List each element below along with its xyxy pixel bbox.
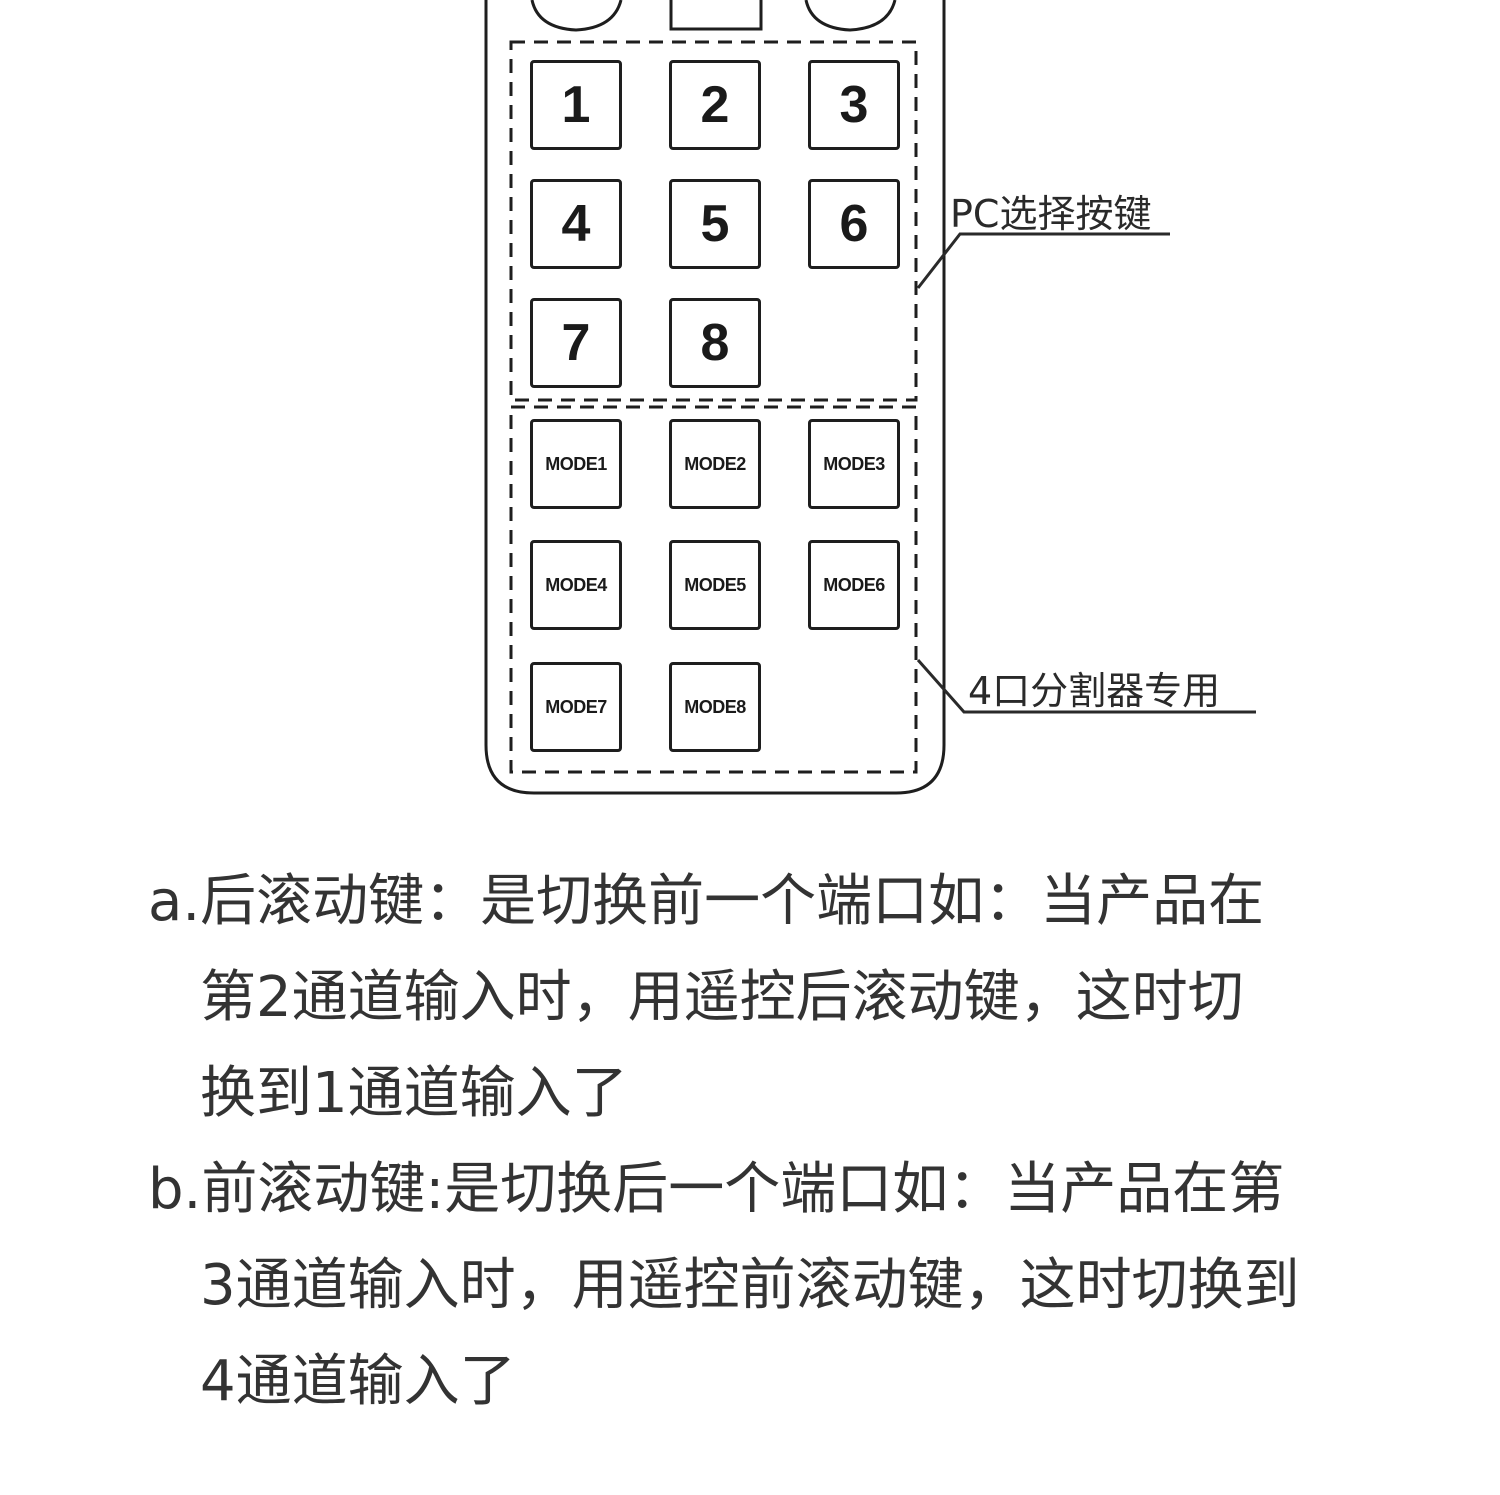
pc-select-callout: PC选择按键 [950, 192, 1152, 236]
description-b: b.前滚动键:是切换后一个端口如：当产品在第 3通道输入时，用遥控前滚动键，这时… [148, 1142, 1388, 1430]
top-center-button [669, 0, 763, 31]
mode-key-5[interactable]: MODE5 [669, 540, 761, 630]
mode-key-7[interactable]: MODE7 [530, 662, 622, 752]
mode-key-8[interactable]: MODE8 [669, 662, 761, 752]
mode-key-4[interactable]: MODE4 [530, 540, 622, 630]
description-b-line-3: 4通道输入了 [200, 1349, 516, 1414]
description-a-line-3: 换到1通道输入了 [200, 1061, 628, 1126]
top-left-round-button [530, 0, 623, 32]
description-a-line-2: 第2通道输入时，用遥控后滚动键，这时切 [200, 965, 1244, 1030]
mode-key-3[interactable]: MODE3 [808, 419, 900, 509]
remote-body-outline [484, 0, 946, 795]
pc-keys-group-outline [509, 40, 918, 402]
mode-keys-group-outline [509, 405, 918, 774]
pc-key-1[interactable]: 1 [530, 60, 622, 150]
pc-key-7[interactable]: 7 [530, 298, 622, 388]
description-b-line-2: 3通道输入时，用遥控前滚动键，这时切换到 [200, 1253, 1300, 1318]
mode-key-6[interactable]: MODE6 [808, 540, 900, 630]
splitter-leader-line [916, 659, 1256, 714]
pc-key-2[interactable]: 2 [669, 60, 761, 150]
pc-key-3[interactable]: 3 [808, 60, 900, 150]
top-right-round-button [804, 0, 897, 32]
pc-key-8[interactable]: 8 [669, 298, 761, 388]
description-a: a.后滚动键：是切换前一个端口如：当产品在 第2通道输入时，用遥控后滚动键，这时… [148, 854, 1388, 1142]
mode-key-1[interactable]: MODE1 [530, 419, 622, 509]
mode-key-2[interactable]: MODE2 [669, 419, 761, 509]
pc-select-leader-line [916, 232, 1170, 289]
description-b-line-1: b.前滚动键:是切换后一个端口如：当产品在第 [148, 1157, 1285, 1222]
splitter-callout: 4口分割器专用 [968, 669, 1221, 713]
pc-key-6[interactable]: 6 [808, 179, 900, 269]
pc-key-5[interactable]: 5 [669, 179, 761, 269]
description-a-line-1: a.后滚动键：是切换前一个端口如：当产品在 [148, 869, 1265, 934]
pc-key-4[interactable]: 4 [530, 179, 622, 269]
